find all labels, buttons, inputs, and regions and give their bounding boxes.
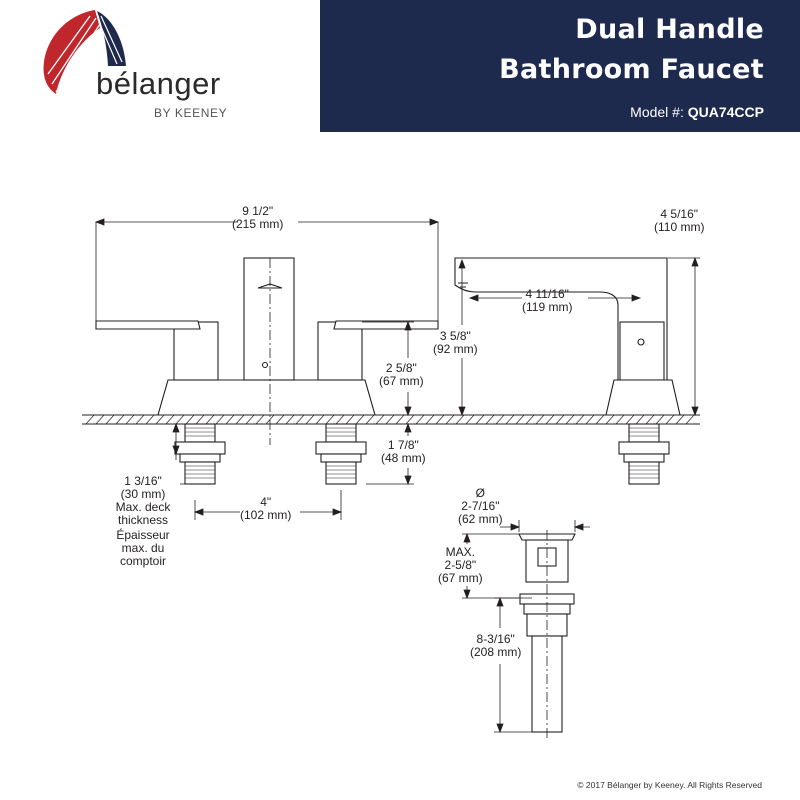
model-number: Model #: QUA74CCP — [630, 104, 764, 120]
dim-drain-max-thickness: MAX.2-5/8"(67 mm) — [438, 545, 483, 585]
dim-shank-length: 1 7/8"(48 mm) — [381, 438, 426, 465]
dim-spout-height-side: 4 5/16"(110 mm) — [654, 207, 705, 234]
brand-subtitle: BY KEENEY — [154, 106, 228, 120]
brand-logo-icon — [43, 10, 126, 94]
copyright-footer: © 2017 Bélanger by Keeney. All Rights Re… — [577, 780, 762, 790]
faucet-shanks — [174, 423, 367, 485]
title-banner: Dual Handle Bathroom Faucet Model #: QUA… — [320, 0, 800, 132]
product-title-line2: Bathroom Faucet — [499, 54, 764, 85]
dim-handle-height: 2 5/8"(67 mm) — [379, 361, 424, 388]
dim-spout-reach: 4 11/16"(119 mm) — [522, 287, 573, 314]
dim-spout-total-height: 3 5/8"(92 mm) — [433, 329, 478, 356]
dim-center-spacing: 4"(102 mm) — [240, 495, 292, 522]
countertop-section — [82, 414, 700, 425]
pop-up-drain — [518, 530, 576, 740]
faucet-front-view — [95, 257, 439, 445]
dim-deck-thickness: 1 3/16" (30 mm) Max. deck thickness Épai… — [115, 474, 171, 568]
faucet-side-view — [454, 257, 681, 485]
dim-drain-length: 8-3/16"(208 mm) — [470, 632, 522, 659]
dimension-lines — [94, 218, 700, 734]
brand-name: bélanger — [96, 66, 221, 101]
product-title-line1: Dual Handle — [575, 14, 764, 45]
dim-overall-width: 9 1/2"(215 mm) — [232, 204, 284, 231]
